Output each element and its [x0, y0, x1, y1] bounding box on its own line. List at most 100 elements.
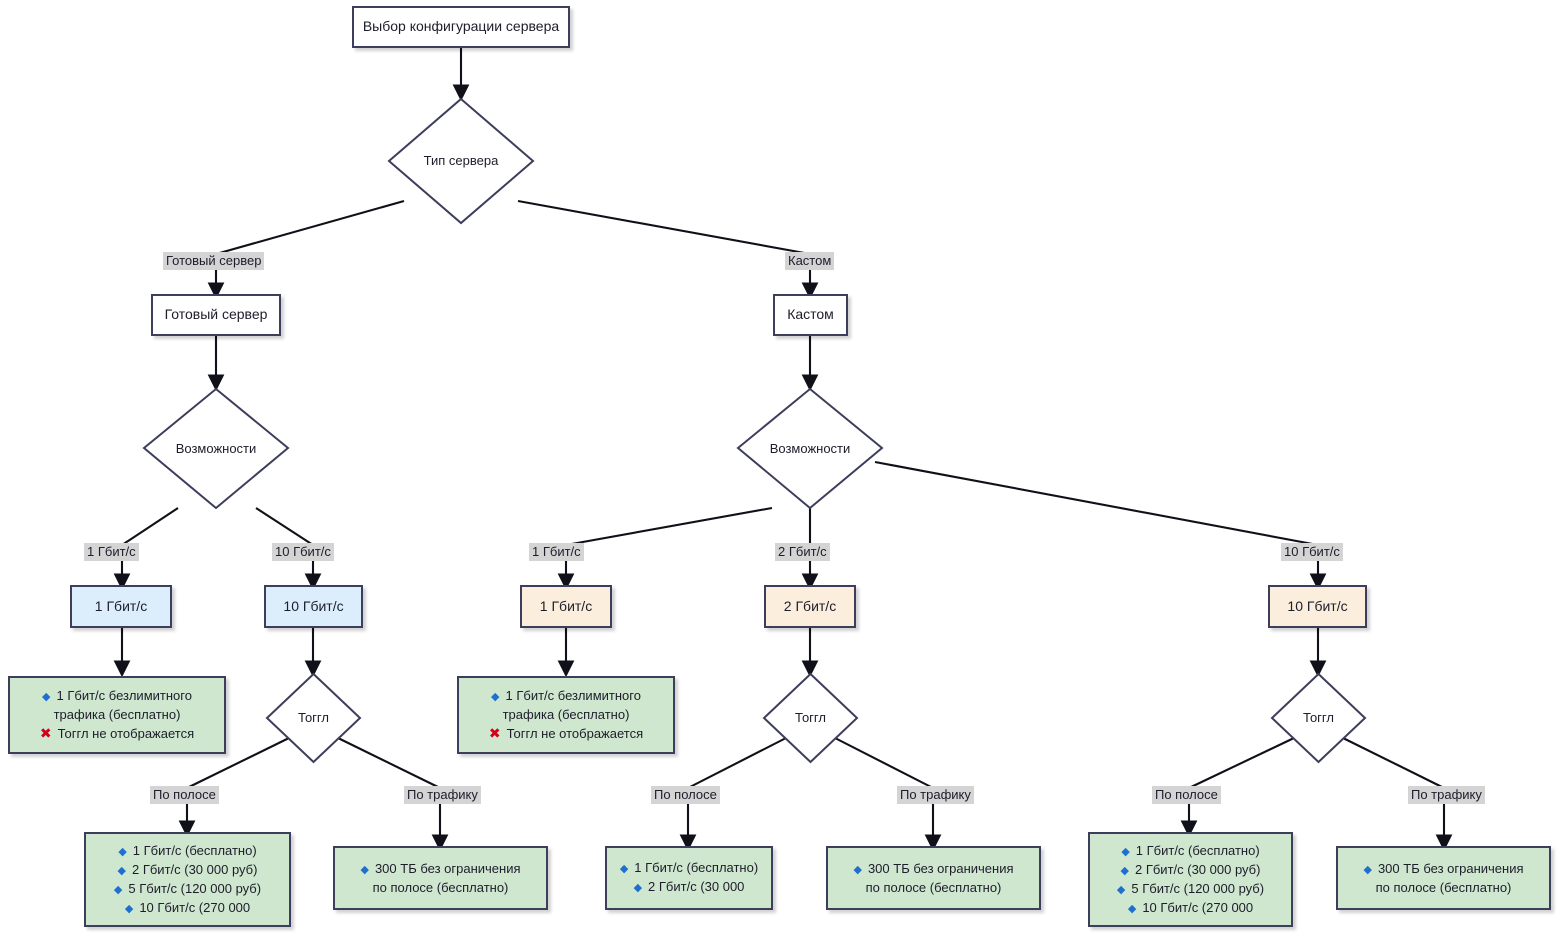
bullet-diamond-icon: ◆ [619, 863, 629, 875]
diamond-shape [1270, 672, 1367, 764]
node-custom-1gbit[interactable]: 1 Гбит/с [520, 585, 612, 628]
result-line: ◆ 1 Гбит/с безлимитного [491, 687, 641, 706]
node-custom-1gbit-label: 1 Гбит/с [539, 597, 593, 614]
result-line-text: по полосе (бесплатно) [1375, 879, 1512, 895]
result-line: ◆ 2 Гбит/с (30 000 руб) [1121, 861, 1261, 880]
bullet-diamond-icon: ◆ [633, 882, 643, 894]
node-ready-10gbit[interactable]: 10 Гбит/с [264, 585, 363, 628]
result-line: ✖Тоггл не отображается [40, 724, 194, 743]
result-line: по полосе (бесплатно) [1376, 879, 1512, 897]
diamond-shape [387, 97, 535, 225]
result-line-text: 2 Гбит/с (30 000 [648, 879, 745, 894]
result-line-text: 5 Гбит/с (120 000 руб) [1131, 880, 1265, 896]
bullet-diamond-icon: ◆ [1121, 845, 1130, 858]
result-custom-2gbit-band: ◆ 1 Гбит/с (бесплатно) ◆ 2 Гбит/с (30 000 [605, 846, 773, 910]
decision-capabilities-ready-label: Возможности [175, 440, 257, 456]
cross-icon: ✖ [488, 725, 501, 741]
edge-label-custom: Кастом [785, 252, 835, 270]
result-line-text: 300 ТБ без ограничения [374, 860, 521, 876]
edge-label-custom-2gbit: 2 Гбит/с [775, 543, 830, 561]
bullet-diamond-icon: ◆ [1120, 864, 1129, 877]
decision-capabilities-custom-label: Возможности [769, 440, 851, 456]
result-line: ◆ 1 Гбит/с (бесплатно) [620, 859, 758, 878]
decision-server-type-label: Тип сервера [423, 153, 499, 169]
decision-toggle-custom-10gbit[interactable]: Тоггл [1270, 672, 1367, 764]
edge-label-by-traffic-custom10: По трафику [1408, 786, 1485, 804]
result-line-text: 1 Гбит/с (бесплатно) [1135, 842, 1260, 858]
result-line: ◆1 Гбит/с (бесплатно) [118, 842, 256, 861]
node-custom-2gbit[interactable]: 2 Гбит/с [764, 585, 856, 628]
decision-toggle-ready-10gbit[interactable]: Тоггл [265, 672, 362, 764]
result-line: ◆ 10 Гбит/с (270 000 [125, 899, 250, 918]
result-line-text: 2 Гбит/с (30 000 руб) [1134, 861, 1261, 877]
edge-label-custom-10gbit: 10 Гбит/с [1281, 543, 1343, 561]
result-line: по полосе (бесплатно) [373, 879, 509, 897]
result-line-text: 300 ТБ без ограничения [1377, 860, 1524, 876]
bullet-diamond-icon: ◆ [853, 863, 862, 876]
edge-label-by-traffic-custom2: По трафику [897, 786, 974, 804]
result-line: по полосе (бесплатно) [866, 879, 1002, 897]
result-ready-10gbit-band: ◆1 Гбит/с (бесплатно) ◆ 2 Гбит/с (30 000 р… [84, 832, 291, 927]
diamond-shape [762, 672, 859, 764]
node-custom-10gbit[interactable]: 10 Гбит/с [1268, 585, 1367, 628]
result-line-text: 2 Гбит/с (30 000 руб) [131, 861, 258, 877]
result-line: ◆1 Гбит/с безлимитного [42, 687, 192, 706]
result-line-text: 10 Гбит/с (270 000 [1142, 899, 1254, 915]
node-ready-1gbit-label: 1 Гбит/с [94, 597, 148, 614]
node-ready-server[interactable]: Готовый сервер [151, 294, 281, 336]
bullet-diamond-icon: ◆ [1116, 883, 1126, 896]
result-line-text: 10 Гбит/с (270 000 [139, 899, 251, 915]
result-line-text: по полосе (бесплатно) [372, 879, 509, 895]
bullet-diamond-icon: ◆ [124, 902, 134, 915]
decision-toggle-custom-2gbit[interactable]: Тоггл [762, 672, 859, 764]
node-root-selection-label: Выбор конфигурации сервера [362, 18, 560, 35]
node-custom-label: Кастом [787, 306, 834, 323]
result-ready-10gbit-traffic: ◆ 300 ТБ без ограничения по полосе (беспла… [333, 846, 548, 910]
bullet-diamond-icon: ◆ [117, 864, 126, 877]
edge-label-by-traffic-ready: По трафику [404, 786, 481, 804]
result-line-text: трафика (бесплатно) [53, 707, 181, 722]
edge-label-ready-10gbit: 10 Гбит/с [272, 543, 334, 561]
result-line-text: 1 Гбит/с безлимитного [56, 688, 192, 703]
result-line: ◆ 5 Гбит/с (120 000 руб) [1117, 880, 1264, 899]
result-custom-2gbit-traffic: ◆ 300 ТБ без ограничения по полосе (беспла… [826, 846, 1041, 910]
edge-label-ready-server: Готовый сервер [163, 252, 265, 270]
result-line-text: 1 Гбит/с (бесплатно) [634, 860, 759, 875]
node-custom[interactable]: Кастом [773, 294, 848, 336]
result-line: ◆300 ТБ без ограничения [1363, 860, 1523, 879]
node-root-selection[interactable]: Выбор конфигурации сервера [352, 6, 570, 48]
edge-label-by-band-custom10: По полосе [1152, 786, 1221, 804]
decision-toggle-custom-2gbit-label: Тоггл [795, 710, 826, 726]
result-line-text: по полосе (бесплатно) [865, 879, 1002, 895]
decision-server-type[interactable]: Тип сервера [386, 96, 536, 226]
decision-toggle-ready-10gbit-label: Тоггл [298, 710, 329, 726]
result-line: ◆ 5 Гбит/с (120 000 руб) [114, 880, 261, 899]
bullet-diamond-icon: ◆ [491, 691, 500, 703]
result-line: ✖ Тоггл не отображается [489, 724, 643, 743]
result-line-text: 5 Гбит/с (120 000 руб) [128, 880, 262, 896]
node-ready-server-label: Готовый сервер [164, 306, 268, 323]
bullet-diamond-icon: ◆ [113, 883, 123, 896]
node-ready-10gbit-label: 10 Гбит/с [283, 597, 344, 614]
decision-capabilities-ready[interactable]: Возможности [141, 386, 291, 511]
result-line: ◆ 300 ТБ без ограничения [853, 860, 1013, 879]
result-line-text: 1 Гбит/с безлимитного [505, 688, 641, 703]
bullet-diamond-icon: ◆ [360, 863, 369, 876]
bullet-diamond-icon: ◆ [1127, 902, 1137, 915]
result-line-text: 300 ТБ без ограничения [867, 860, 1014, 876]
result-line: ◆ 1 Гбит/с (бесплатно) [1121, 842, 1259, 861]
diamond-shape [265, 672, 362, 764]
diamond-shape [142, 387, 290, 510]
result-line: ◆ 2 Гбит/с (30 000 [634, 878, 745, 897]
cross-icon: ✖ [39, 725, 52, 741]
edge-label-ready-1gbit: 1 Гбит/с [84, 543, 139, 561]
decision-capabilities-custom[interactable]: Возможности [735, 386, 885, 511]
node-custom-2gbit-label: 2 Гбит/с [783, 597, 837, 614]
node-custom-10gbit-label: 10 Гбит/с [1287, 597, 1348, 614]
result-line: ◆ 10 Гбит/с (270 000 [1128, 899, 1253, 918]
result-line-text: Тоггл не отображается [506, 726, 644, 741]
node-ready-1gbit[interactable]: 1 Гбит/с [70, 585, 172, 628]
